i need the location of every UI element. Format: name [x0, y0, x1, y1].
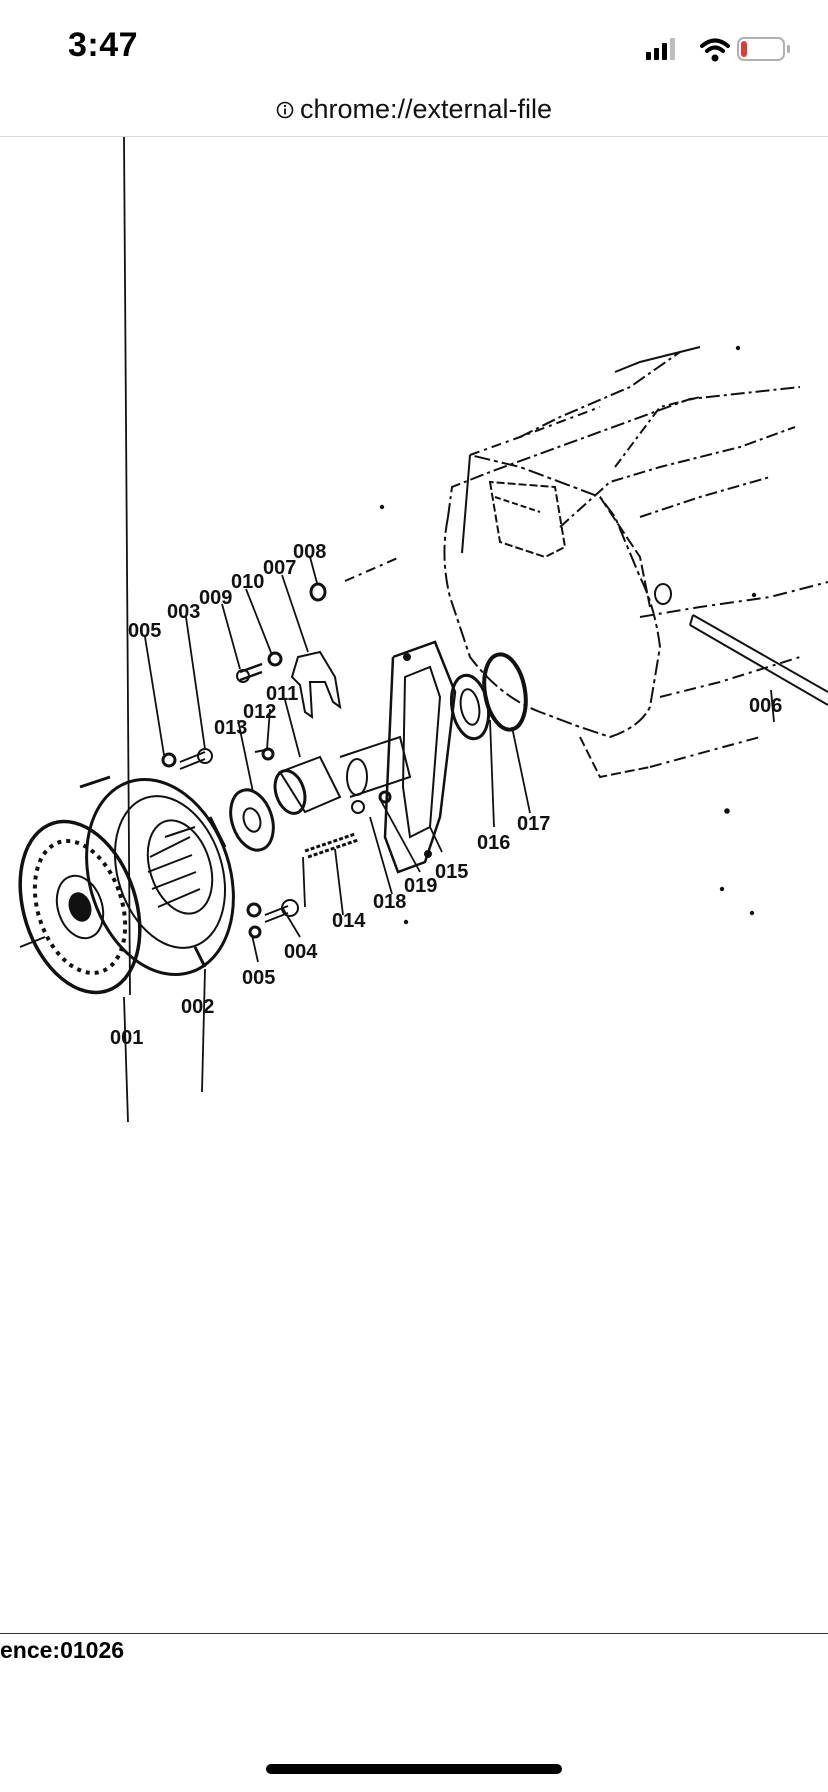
- part-011-release-hub: [273, 755, 342, 815]
- cellular-signal-icon: [646, 38, 675, 60]
- leader-lines: [123, 137, 775, 1123]
- address-bar[interactable]: chrome://external-file: [0, 88, 828, 137]
- home-indicator[interactable]: [266, 1764, 562, 1774]
- label-014[interactable]: 014: [332, 910, 366, 932]
- label-004[interactable]: 004: [284, 941, 318, 963]
- label-015[interactable]: 015: [435, 861, 468, 883]
- label-010[interactable]: 010: [231, 571, 264, 593]
- status-icons: [632, 34, 792, 64]
- battery-icon: [737, 37, 790, 61]
- url-text: chrome://external-file: [299, 94, 553, 124]
- status-time: 3:47: [68, 26, 139, 64]
- label-018[interactable]: 018: [373, 891, 406, 913]
- info-icon[interactable]: [276, 95, 294, 126]
- exploded-view-drawing: 001 002 003 004 005 005 006 007 008 009 …: [18, 137, 828, 1123]
- label-017[interactable]: 017: [517, 813, 550, 835]
- part-007-fork: [290, 582, 342, 720]
- part-013-bearing: [229, 788, 275, 852]
- label-006[interactable]: 006: [749, 695, 782, 717]
- label-011[interactable]: 011: [266, 683, 298, 705]
- part-002-pressure-plate: [79, 775, 235, 977]
- parts-diagram[interactable]: 001 002 003 004 005 005 006 007 008 009 …: [0, 137, 828, 1627]
- label-005-lower[interactable]: 005: [242, 967, 275, 989]
- label-012[interactable]: 012: [243, 701, 276, 723]
- drawing-specks: [379, 345, 757, 925]
- reference-text: ence:01026: [0, 1637, 125, 1663]
- part-015-guide: [339, 640, 457, 874]
- wifi-icon: [700, 38, 730, 62]
- label-003[interactable]: 003: [167, 601, 200, 623]
- label-007[interactable]: 007: [263, 557, 296, 579]
- part-001-clutch-disc: [18, 819, 142, 995]
- label-001[interactable]: 001: [110, 1027, 143, 1049]
- label-009[interactable]: 009: [199, 587, 232, 609]
- label-005-upper[interactable]: 005: [128, 620, 161, 642]
- part-006-shaft: [689, 614, 828, 706]
- label-002[interactable]: 002: [181, 996, 214, 1018]
- label-008[interactable]: 008: [293, 541, 326, 563]
- status-bar: 3:47: [0, 0, 828, 96]
- transmission-housing: [344, 346, 828, 779]
- label-013[interactable]: 013: [214, 717, 247, 739]
- part-labels: 001 002 003 004 005 005 006 007 008 009 …: [110, 541, 782, 1049]
- small-bolts: [161, 651, 392, 939]
- reference-divider: [0, 1633, 828, 1634]
- label-016[interactable]: 016: [477, 832, 510, 854]
- label-019[interactable]: 019: [404, 875, 437, 897]
- address-bar-content: chrome://external-file: [0, 94, 828, 126]
